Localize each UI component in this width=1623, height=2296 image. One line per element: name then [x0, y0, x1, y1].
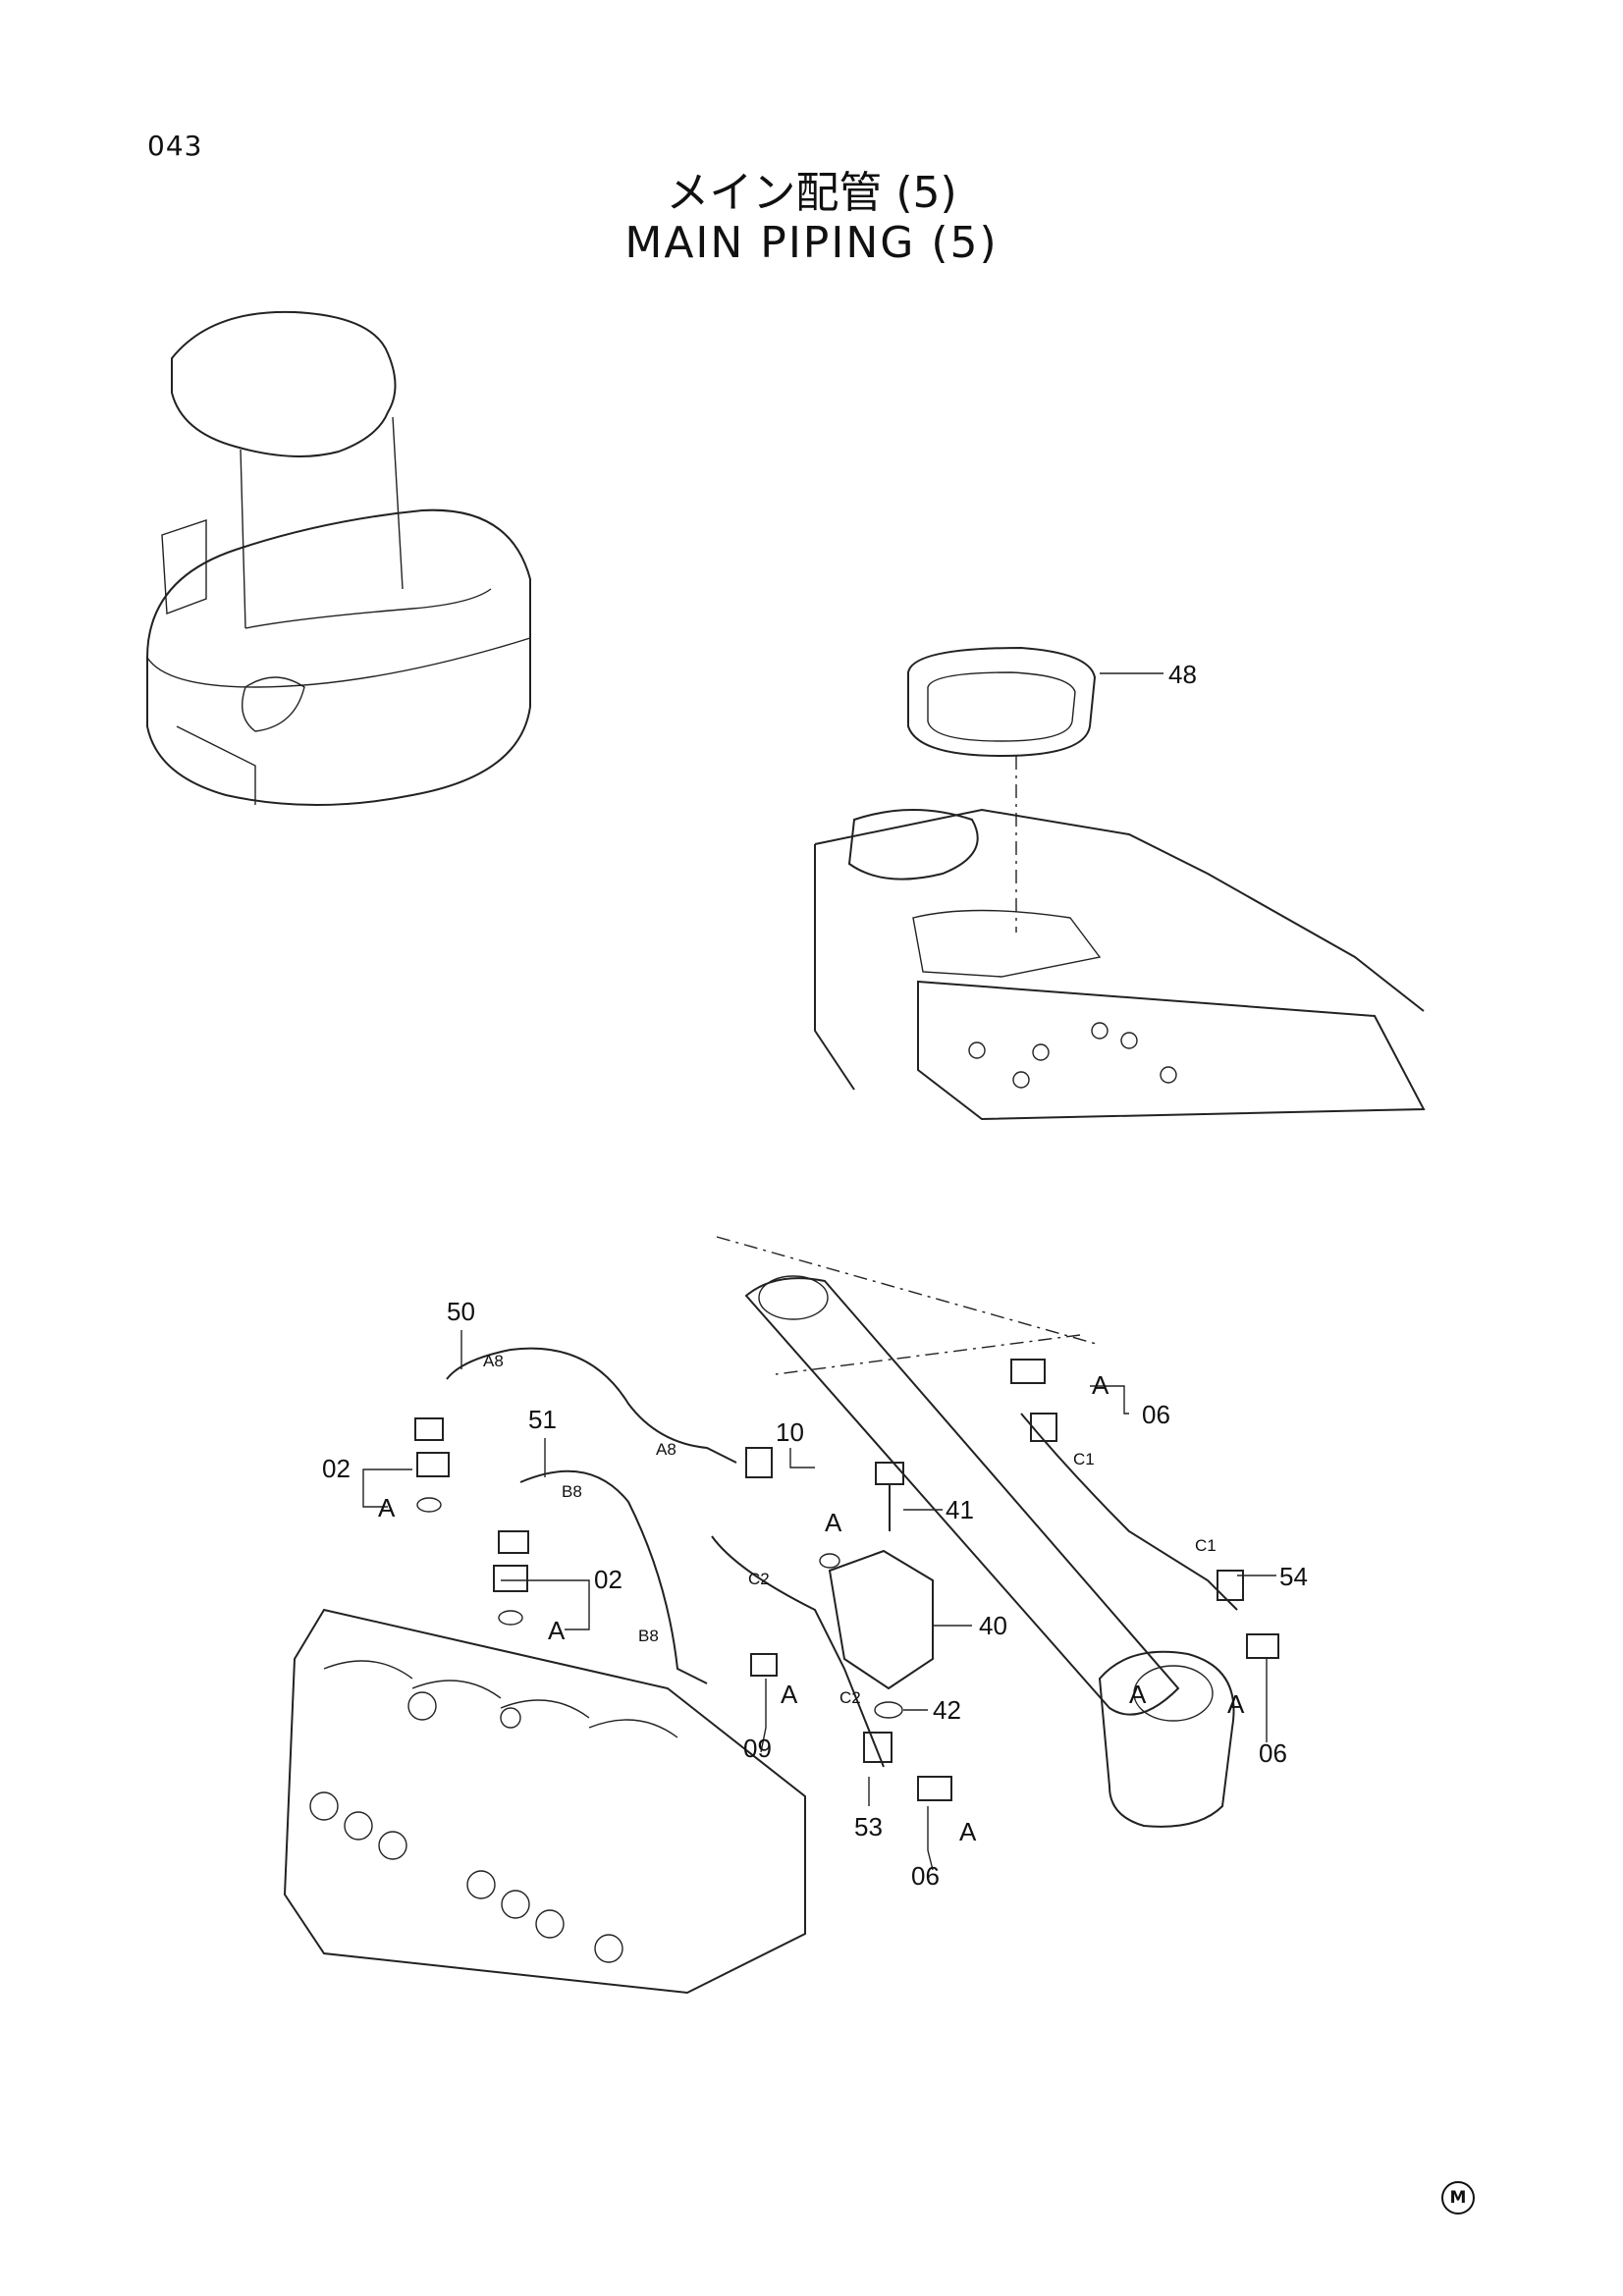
fitting-09	[750, 1653, 778, 1677]
hose-mark-c2-1: C2	[748, 1570, 770, 1588]
callout-02-upper: 02	[322, 1454, 351, 1483]
oring-02-upper	[416, 1497, 442, 1513]
oring-02-lower	[498, 1610, 523, 1626]
callout-06-right: 06	[1259, 1738, 1287, 1768]
hose-mark-c1-1: C1	[1073, 1450, 1095, 1468]
ref-a-06-right: A	[1227, 1689, 1245, 1719]
fitting-06-upper	[1010, 1359, 1046, 1384]
callout-42: 42	[933, 1695, 961, 1725]
fitting-02-lower	[493, 1565, 528, 1592]
hose-mark-a8-2: A8	[656, 1440, 676, 1459]
ref-a-02-upper: A	[378, 1493, 396, 1522]
ref-a-cylinder: A	[1129, 1680, 1147, 1709]
ref-a-09: A	[781, 1680, 798, 1709]
callout-41: 41	[946, 1495, 974, 1524]
hose-mark-b8-2: B8	[638, 1627, 659, 1645]
hose-mark-c2-2: C2	[839, 1688, 861, 1707]
ref-a-10: A	[825, 1508, 842, 1537]
ref-a-06-upper: A	[1092, 1370, 1109, 1400]
ref-a-06-lower: A	[959, 1817, 977, 1846]
callout-53: 53	[854, 1812, 883, 1842]
fitting-54	[1217, 1570, 1244, 1601]
machine-overview-illustration	[146, 310, 531, 806]
maker-mark: M	[1441, 2181, 1475, 2215]
fitting-10	[745, 1447, 773, 1478]
callout-54: 54	[1279, 1562, 1308, 1591]
callout-02-lower: 02	[594, 1565, 622, 1594]
bolt-41-head	[875, 1462, 904, 1485]
frame-illustration	[814, 646, 1426, 1121]
page-number: 043	[147, 130, 203, 162]
washer-42	[874, 1701, 903, 1719]
title-english: MAIN PIPING (5)	[624, 218, 999, 268]
hose-53	[711, 1535, 885, 1768]
callout-06-lower: 06	[911, 1861, 940, 1891]
fitting-06-lower	[917, 1776, 952, 1801]
hose-mark-b8-1: B8	[562, 1482, 582, 1501]
part-48-guard	[907, 646, 1097, 758]
hose-54	[1020, 1413, 1238, 1611]
ref-a-02-lower: A	[548, 1616, 566, 1645]
valve-40	[828, 1549, 934, 1690]
callout-51: 51	[528, 1405, 557, 1434]
boom-cylinder-illustration	[716, 1236, 1235, 1828]
callout-09: 09	[743, 1734, 772, 1763]
fitting-02-upper	[416, 1452, 450, 1477]
callout-40: 40	[979, 1611, 1007, 1640]
callout-06-upper: 06	[1142, 1400, 1170, 1429]
fitting-06-right	[1246, 1633, 1279, 1659]
callout-50: 50	[447, 1297, 475, 1326]
fitting-50-end	[414, 1417, 444, 1441]
hose-mark-a8-1: A8	[483, 1352, 504, 1370]
fitting-c1-top	[1030, 1413, 1057, 1442]
fitting-51-end	[498, 1530, 529, 1554]
oring-10	[819, 1553, 840, 1569]
hose-51	[519, 1469, 708, 1684]
callout-48: 48	[1168, 660, 1197, 689]
hose-50	[446, 1347, 737, 1464]
hose-mark-c1-2: C1	[1195, 1536, 1217, 1555]
control-valve-illustration	[283, 1608, 806, 1995]
title-japanese: メイン配管 (5)	[666, 168, 957, 218]
callout-10: 10	[776, 1417, 804, 1447]
fitting-53	[863, 1732, 893, 1763]
